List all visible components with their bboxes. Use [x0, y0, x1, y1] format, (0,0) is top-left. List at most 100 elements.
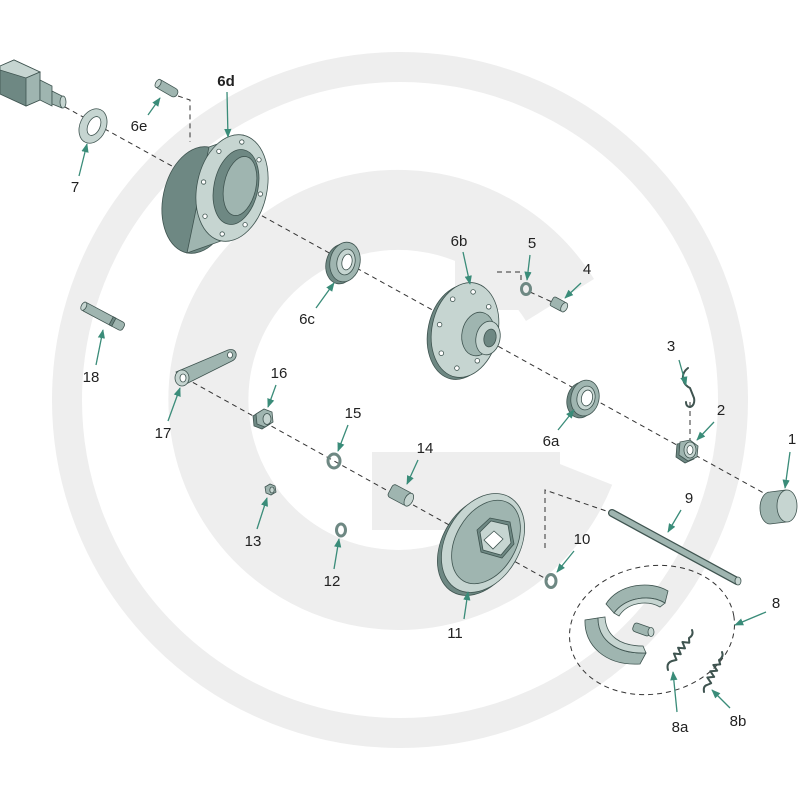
- drum-bolt-hole: [257, 191, 263, 197]
- callout-2: 2: [717, 402, 725, 419]
- ring-5-line: [497, 271, 522, 284]
- callout-18: 18: [83, 369, 100, 386]
- arrow-18: [95, 329, 105, 366]
- callout-6d: 6d: [217, 73, 235, 90]
- washer-7-hole: [86, 116, 102, 136]
- axle-step-1: [39, 79, 53, 107]
- watermark-outer-ring: [52, 52, 748, 748]
- arrow-2: [696, 421, 715, 441]
- arrow-11: [463, 591, 471, 620]
- brake-shoe-set-8: [569, 564, 735, 696]
- spring-clip-3: [682, 367, 696, 408]
- return-spring-8a: [666, 629, 694, 671]
- hub-bolt-hole: [486, 304, 492, 310]
- callout-3: 3: [667, 338, 675, 355]
- arrow-8: [734, 611, 767, 626]
- callout-4: 4: [583, 261, 591, 278]
- callout-6e: 6e: [131, 118, 148, 135]
- pin-6e: [154, 78, 179, 98]
- callout-1: 1: [788, 431, 796, 448]
- lever-17-arm: [175, 349, 237, 385]
- bearing-6a: [566, 379, 600, 419]
- seal-6c: [325, 241, 361, 285]
- lower-shoe-lining: [597, 616, 647, 654]
- callout-12: 12: [324, 573, 341, 590]
- drum-bolt-hole: [201, 179, 207, 185]
- wheel-hub-6b: [426, 282, 501, 380]
- callout-16: 16: [271, 365, 288, 382]
- bushing-14-end: [403, 492, 415, 507]
- callout-10: 10: [574, 531, 591, 548]
- hub-bolt-hole: [474, 358, 480, 364]
- pin-18: [80, 301, 125, 331]
- nut-16-face: [262, 413, 272, 425]
- rod-9: [608, 509, 742, 586]
- arrow-5: [524, 254, 532, 281]
- pin-18-groove: [108, 316, 117, 327]
- brake-drum-6d: [161, 134, 269, 254]
- bearing-6a-bore: [580, 389, 594, 407]
- cap-1-face: [776, 489, 798, 523]
- arrow-12: [333, 538, 342, 570]
- callout-labels: 7 6e 6d 6c 6b 5 4 18 17 16 15 14 3 2 1 6…: [71, 73, 796, 736]
- plate-11-square-hole: [483, 530, 504, 550]
- washer-15: [326, 452, 342, 470]
- callout-13: 13: [245, 533, 262, 550]
- arrow-14: [406, 459, 419, 485]
- upper-shoe-lining: [613, 597, 666, 617]
- callout-6c: 6c: [299, 311, 315, 328]
- shoe-pivot-end: [647, 627, 655, 637]
- bushing-14: [387, 484, 415, 507]
- arrow-1: [782, 451, 791, 489]
- brake-plate-11: [437, 493, 525, 596]
- callout-7: 7: [71, 179, 79, 196]
- hub-bore: [483, 328, 497, 348]
- nut-13-face: [269, 486, 275, 494]
- arrow-6c: [315, 282, 335, 309]
- hub-cap-1: [759, 489, 798, 525]
- arrow-4: [564, 282, 582, 299]
- rod-9-end: [734, 576, 742, 586]
- arrow-6e: [147, 97, 161, 116]
- axle-block-face: [25, 71, 41, 107]
- arrow-3: [678, 359, 688, 386]
- bushing-4-line: [529, 291, 553, 303]
- nut-16: [252, 408, 274, 430]
- callout-17: 17: [155, 425, 172, 442]
- lever-17-end-hole: [227, 351, 233, 359]
- drum-bolt-hole: [239, 139, 245, 145]
- shoe-set-8-boundary: [569, 564, 735, 696]
- drum-bolt-hole: [219, 231, 225, 237]
- watermark-logo: [52, 52, 748, 748]
- callout-9: 9: [685, 490, 693, 507]
- axle-shaft: [0, 59, 67, 109]
- drum-bolt-holes: [201, 139, 263, 237]
- arrow-15: [337, 424, 349, 452]
- rod-9-body: [609, 510, 740, 584]
- axle-end-face: [59, 95, 67, 109]
- brake-lever-17: [174, 349, 237, 387]
- arrow-6d: [224, 91, 232, 138]
- callout-8a: 8a: [672, 719, 689, 736]
- arrow-16: [267, 384, 277, 408]
- seal-6c-hole: [341, 253, 353, 271]
- castle-nut-2: [675, 439, 699, 464]
- drum-bolt-hole: [202, 213, 208, 219]
- hub-bolt-hole: [470, 289, 476, 295]
- return-spring-8b: [702, 651, 724, 693]
- callout-8: 8: [772, 595, 780, 612]
- rod-9-line: [544, 489, 613, 548]
- hub-bolt-hole: [450, 296, 456, 302]
- arrow-8a: [670, 671, 678, 713]
- bushing-4-end: [560, 302, 569, 313]
- hub-bolt-hole: [436, 321, 443, 328]
- callout-5: 5: [528, 235, 536, 252]
- washer-7: [78, 108, 108, 144]
- arrow-6b: [462, 251, 472, 285]
- drum-bolt-hole: [256, 157, 262, 163]
- pin-6e-end: [154, 78, 162, 88]
- callout-8b: 8b: [730, 713, 747, 730]
- arrow-6a: [557, 409, 575, 431]
